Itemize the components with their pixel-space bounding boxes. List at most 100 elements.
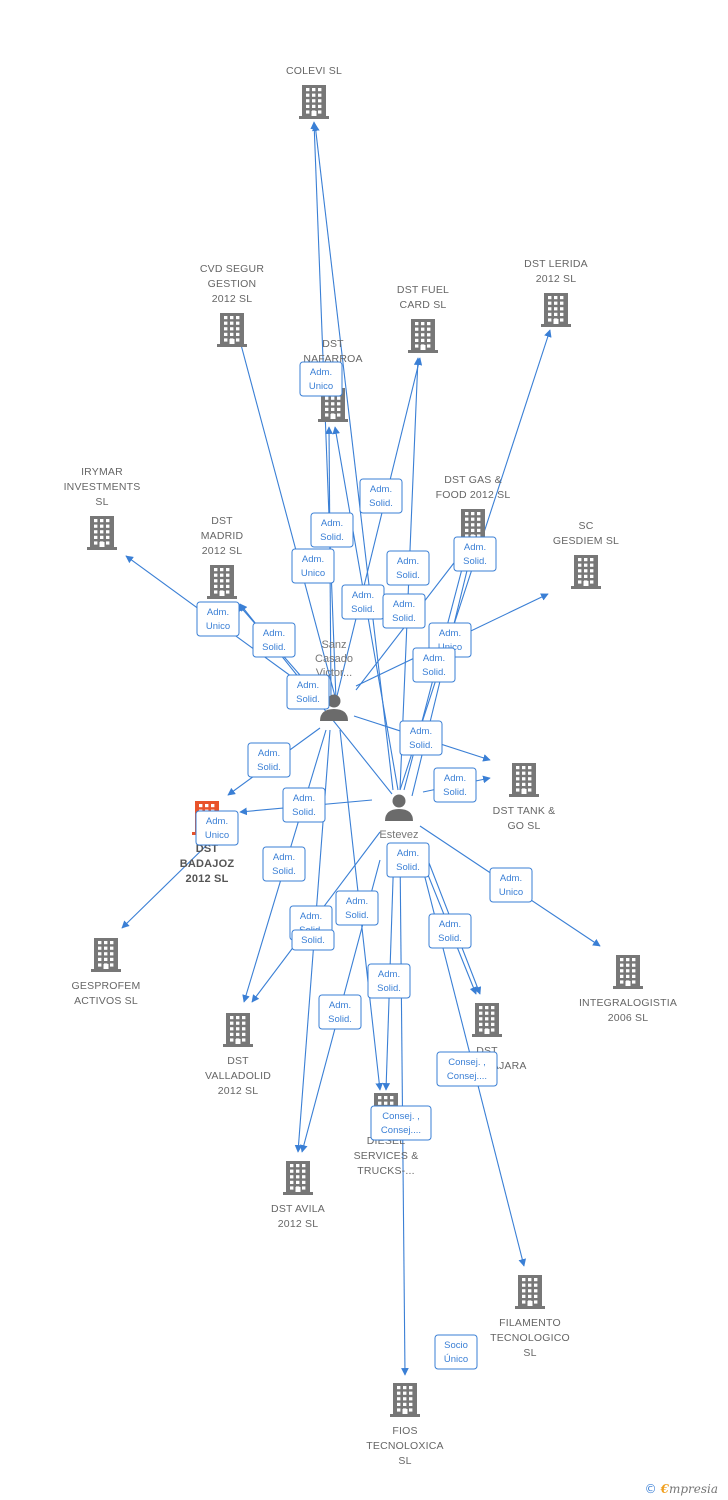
company-label: SL: [523, 1347, 536, 1359]
person-node-sanz[interactable]: SanzCasadoVictor...: [315, 639, 353, 721]
building-icon: [515, 1275, 545, 1309]
relation-label-box[interactable]: Adm.Solid.: [386, 550, 430, 586]
edges-layer: [121, 121, 601, 1376]
relation-label-text: Adm.: [444, 773, 466, 784]
person-label: Sanz: [321, 639, 346, 651]
relation-label-box[interactable]: Adm.Unico: [489, 867, 533, 903]
building-icon: [299, 85, 329, 119]
relation-label-box[interactable]: Adm. Solid.: [252, 622, 296, 658]
relation-label-box[interactable]: Adm.Solid.: [262, 846, 306, 882]
company-label: SL: [95, 496, 108, 508]
building-icon: [283, 1161, 313, 1195]
company-node-integra[interactable]: INTEGRALOGISTIA 2006 SL: [579, 955, 677, 1024]
company-label: DST LERIDA: [524, 258, 588, 270]
brand-name: mpresia: [668, 1482, 718, 1496]
relation-label-box[interactable]: Consej. ,Consej....: [370, 1105, 432, 1141]
relation-label-text: Adm.: [300, 911, 322, 922]
relation-label-box[interactable]: Solid.: [291, 929, 335, 951]
relation-label-box[interactable]: Adm. Solid.: [310, 512, 354, 548]
relation-label-text: Consej. ,: [448, 1057, 486, 1068]
relation-label-box[interactable]: Adm.Solid.: [453, 536, 497, 572]
person-label: Estevez: [379, 829, 418, 841]
relation-label-text: Adm.: [258, 748, 280, 759]
relation-label-text: Unico: [499, 887, 523, 898]
person-label: Casado: [315, 653, 353, 665]
building-icon: [408, 319, 438, 353]
relation-label-text: Solid.: [257, 762, 281, 773]
relation-label-text: Consej....: [381, 1125, 421, 1136]
relation-label-text: Adm.: [352, 590, 374, 601]
company-label: GESDIEM SL: [553, 535, 619, 547]
relation-label-text: Adm.: [263, 628, 285, 639]
relation-label-text: Adm.: [423, 653, 445, 664]
company-label: 2006 SL: [608, 1012, 649, 1024]
building-icon: [472, 1003, 502, 1037]
relation-label-text: Adm.: [297, 680, 319, 691]
relation-label-box[interactable]: Adm.Solid.: [359, 478, 403, 514]
relation-label-box[interactable]: Adm.Solid.: [286, 674, 330, 710]
relation-label-text: Unico: [205, 830, 229, 841]
company-node-tank[interactable]: DST TANK & GO SL: [493, 763, 556, 832]
relation-label-box[interactable]: Adm.Solid.: [412, 647, 456, 683]
company-node-colevi[interactable]: COLEVI SL: [286, 65, 342, 119]
relation-label-text: Adm.: [321, 518, 343, 529]
company-label: TRUCKS-...: [357, 1165, 414, 1177]
company-label: COLEVI SL: [286, 65, 342, 77]
relation-label-text: Solid.: [262, 642, 286, 653]
company-label: FIOS: [392, 1425, 417, 1437]
relation-label-box[interactable]: Adm. Solid.: [335, 890, 379, 926]
relation-label-text: Solid.: [396, 862, 420, 873]
company-label: 2012 SL: [536, 273, 577, 285]
relation-label-box[interactable]: Adm.Solid.: [367, 963, 411, 999]
relation-label-box[interactable]: Adm.Solid.: [399, 720, 443, 756]
relation-label-box[interactable]: Consej. ,Consej....: [436, 1051, 498, 1087]
relation-label-box[interactable]: Adm.Solid.: [428, 913, 472, 949]
copyright-icon: ©: [644, 1482, 657, 1496]
company-label: 2012 SL: [186, 873, 229, 885]
empresia-watermark: ©€mpresia: [645, 1482, 718, 1496]
company-node-gasfood[interactable]: DST GAS &FOOD 2012 SL: [436, 474, 511, 543]
relation-label-text: Solid.: [320, 532, 344, 543]
relation-label-box[interactable]: Adm.Unico: [196, 601, 240, 637]
relation-label-box[interactable]: Adm.Unico: [299, 361, 343, 397]
company-label: GESPROFEM: [72, 980, 141, 992]
relation-label-text: Adm.: [410, 726, 432, 737]
relation-label-text: Adm.: [346, 896, 368, 907]
company-label: DST TANK &: [493, 805, 556, 817]
relation-label-text: Adm.: [439, 628, 461, 639]
relation-label-text: Adm.: [293, 793, 315, 804]
company-label: DST FUEL: [397, 284, 449, 296]
relation-label-box[interactable]: Adm.Solid.: [318, 994, 362, 1030]
company-label: GO SL: [507, 820, 540, 832]
relation-label-box[interactable]: Adm.Solid.: [341, 584, 385, 620]
relation-label-box[interactable]: Adm.Solid.: [386, 842, 430, 878]
relation-label-text: Unico: [206, 621, 230, 632]
relation-label-box[interactable]: Adm.Unico: [195, 810, 239, 846]
relation-label-text: Unico: [309, 381, 333, 392]
relation-label-text: Solid.: [292, 807, 316, 818]
company-label: INTEGRALOGISTIA: [579, 997, 677, 1009]
company-label: DST GAS &: [444, 474, 502, 486]
relation-label-box[interactable]: Adm.Unico: [291, 548, 335, 584]
relation-label-box[interactable]: Adm.Solid.: [382, 593, 426, 629]
relation-label-text: Adm.: [302, 554, 324, 565]
relation-label-text: Adm.: [393, 599, 415, 610]
relation-label-box[interactable]: Adm.Solid.: [433, 767, 477, 803]
relation-label-box[interactable]: Adm. Solid.: [282, 787, 326, 823]
relation-label-text: Solid.: [345, 910, 369, 921]
relation-label-box[interactable]: Adm. Solid.: [247, 742, 291, 778]
company-node-lerida[interactable]: DST LERIDA 2012 SL: [524, 258, 588, 327]
